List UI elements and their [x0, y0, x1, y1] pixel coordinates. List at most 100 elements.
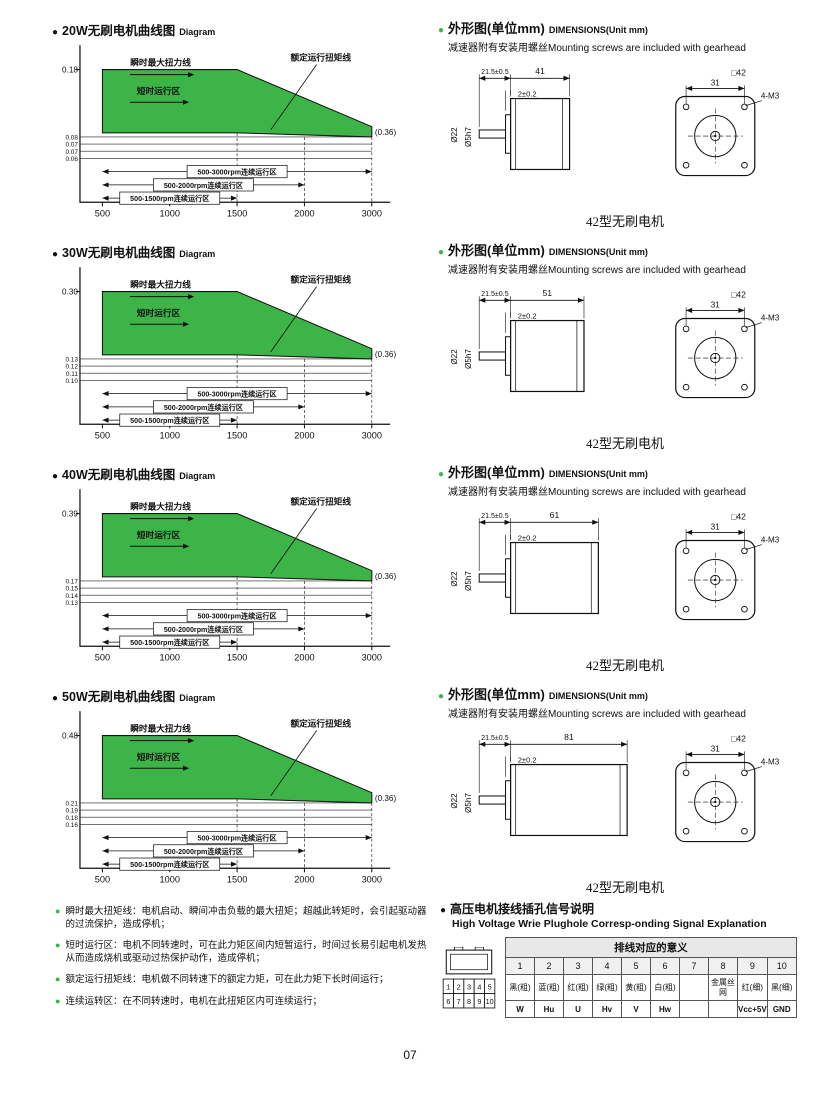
y-cluster-label: 0.06 [65, 156, 78, 163]
wire-color-cell: 红(粗) [563, 974, 593, 1001]
x-tick-label: 1000 [160, 875, 180, 885]
plug-pin-number: 1 [446, 982, 450, 991]
dimension-subtitle: 减速器附有安装用螺丝Mounting screws are included w… [448, 705, 812, 720]
y-cluster-label: 0.07 [65, 149, 78, 156]
holes-spec-dim: 4-M3 [761, 758, 780, 767]
zone-label: 500-2000rpm连续运行区 [164, 403, 243, 412]
arrowhead [298, 626, 305, 632]
shaft-diameter-label: Ø5h7 [464, 349, 473, 369]
drawing-caption: 42型无刷电机 [585, 880, 664, 895]
arrowhead [365, 169, 372, 175]
bullet-icon: ● [52, 693, 59, 704]
plug-pin-cell [484, 992, 496, 1008]
chart-title-cn: 50W无刷电机曲线图 [62, 690, 176, 704]
arrowhead [102, 626, 109, 632]
wire-color-cell: 白(粗) [650, 974, 680, 1001]
dimension-subtitle-en: Mounting screws are included with gearhe… [548, 265, 746, 276]
mounting-hole [741, 769, 748, 777]
wiring-title: ● 高压电机接线插孔信号说明 [440, 900, 814, 917]
note-item: ●瞬时最大扭矩线：电机启动、瞬间冲击负载的最大扭矩；超越此转矩时，会引起驱动器的… [55, 905, 431, 931]
plug-pin-number: 8 [467, 996, 471, 1005]
boss-diameter-label: Ø22 [450, 349, 459, 365]
shaft-diameter-label: Ø5h7 [464, 127, 473, 147]
short-run-zone-label: 短时运行区 [137, 751, 181, 762]
notes-list: ●瞬时最大扭矩线：电机启动、瞬间冲击负载的最大扭矩；超越此转矩时，会引起驱动器的… [55, 905, 431, 1016]
short-run-zone-label: 短时运行区 [137, 307, 181, 318]
dimension-title-cn: 外形图(单位mm) [448, 21, 545, 36]
zone-label-box [119, 191, 221, 205]
arrowhead [563, 75, 570, 81]
x-tick-label: 1500 [227, 653, 247, 663]
dimension-section-61: ●外形图(单位mm)DIMENSIONS(Unit mm)减速器附有安装用螺丝M… [438, 462, 812, 684]
right-value-label: (0.36) [375, 128, 397, 137]
zone-label-box [153, 844, 254, 858]
rated-label-leader [270, 64, 318, 131]
hole-pitch-dim: 31 [711, 522, 721, 531]
rated-label-leader [270, 730, 318, 797]
body-length-dim: 51 [543, 288, 553, 298]
arrowhead [686, 529, 693, 535]
y-cluster-label: 0.13 [65, 356, 78, 363]
shaft-length-dim: 21.5±0.5 [481, 734, 509, 742]
x-tick-label: 1500 [227, 431, 247, 441]
shaft-length-dim: 21.5±0.5 [481, 290, 509, 298]
arrowhead [479, 519, 486, 525]
arrowhead [102, 835, 109, 841]
arrowhead [504, 519, 511, 525]
zone-label-box [119, 635, 221, 649]
chart-title-cn: 20W无刷电机曲线图 [62, 24, 176, 38]
x-tick-label: 2000 [294, 875, 314, 885]
pin-number-cell: 1 [505, 957, 535, 975]
mounting-hole [741, 325, 748, 333]
square-size-dim: □42 [731, 511, 746, 521]
arrowhead [504, 297, 511, 303]
signal-cell: V [621, 1000, 651, 1018]
rated-torque-line-label: 额定运行扭矩线 [290, 273, 351, 284]
dimension-section-81: ●外形图(单位mm)DIMENSIONS(Unit mm)减速器附有安装用螺丝M… [438, 684, 812, 906]
page-number: 07 [403, 1048, 417, 1062]
wiring-title-en: High Voltage Wrie Plughole Corresp-ondin… [452, 918, 767, 930]
y-cluster-label: 0.08 [65, 134, 78, 141]
arrowhead [230, 195, 238, 201]
signal-cell: W [505, 1000, 535, 1018]
shaft [478, 351, 507, 361]
zone-label: 500-3000rpm连续运行区 [198, 612, 277, 621]
arrowhead [188, 738, 195, 744]
zone-label-box [153, 400, 254, 414]
x-tick-label: 1500 [227, 209, 247, 219]
boss-diameter-label: Ø22 [450, 127, 459, 143]
arrowhead [365, 391, 372, 397]
arrowhead [298, 404, 305, 410]
y-cluster-label: 0.21 [65, 800, 78, 807]
arrowhead [365, 613, 372, 619]
right-value-label: (0.36) [375, 572, 397, 581]
max-torque-line-label: 瞬时最大扭力线 [130, 722, 191, 733]
drawing-caption: 42型无刷电机 [585, 214, 664, 229]
x-tick-label: 500 [95, 653, 110, 663]
arrowhead [183, 543, 190, 549]
zone-label-box [153, 178, 254, 192]
signal-cell [708, 1000, 738, 1018]
pin-number-cell: 10 [766, 957, 797, 975]
mounting-hole [741, 605, 748, 613]
mounting-hole [682, 827, 690, 835]
wire-color-cell: 金属丝网 [708, 974, 738, 1001]
arrowhead [102, 417, 109, 423]
short-run-zone-label: 短时运行区 [137, 85, 181, 96]
zone-label-box [153, 622, 254, 636]
arrowhead [479, 297, 486, 303]
arrowhead [230, 417, 238, 423]
mounting-hole [741, 161, 748, 169]
short-run-zone-label: 短时运行区 [137, 529, 181, 540]
